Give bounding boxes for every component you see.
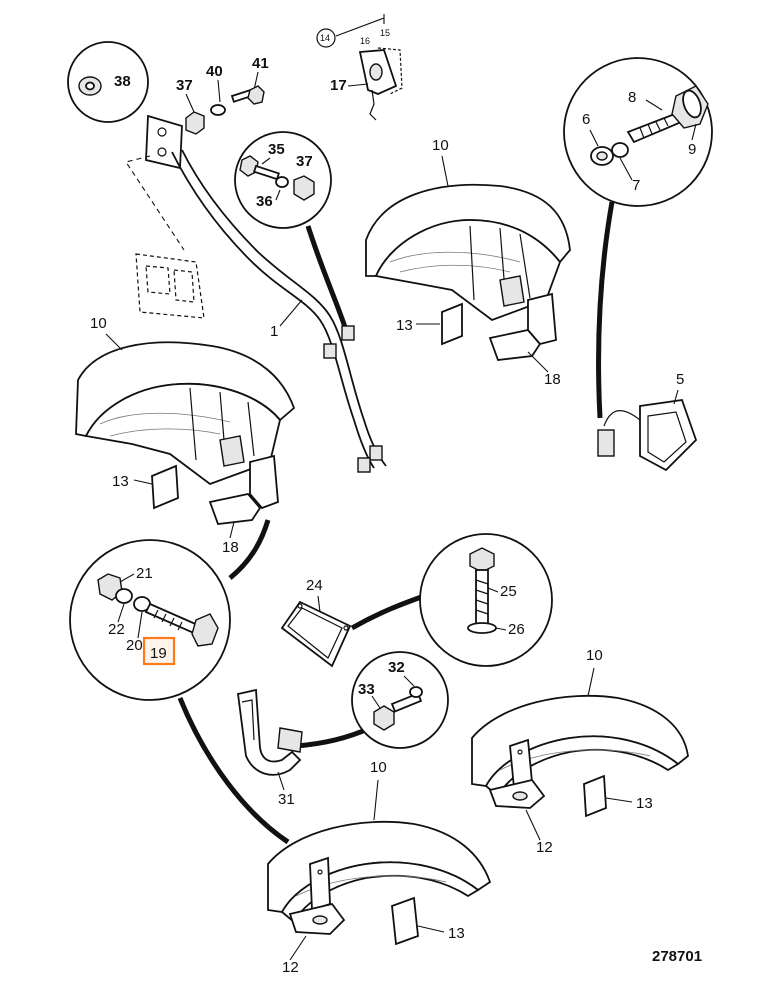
fender-rear-right: 10 13 12 bbox=[471, 647, 689, 856]
bolt-detail-35-36-37: 35 37 36 bbox=[234, 131, 332, 229]
callout-7: 7 bbox=[632, 177, 640, 194]
mirror-arm-bracket-1: 1 bbox=[125, 114, 387, 473]
callout-9: 9 bbox=[688, 141, 696, 158]
callout-13: 13 bbox=[448, 925, 465, 942]
marker-lamp-5: 5 bbox=[597, 371, 698, 472]
callout-6: 6 bbox=[582, 111, 590, 128]
gasket-outline-phantom bbox=[135, 253, 205, 319]
bolt-detail-25-26: 25 26 bbox=[419, 533, 553, 667]
detail-connector-lines bbox=[177, 201, 615, 845]
callout-25: 25 bbox=[500, 583, 517, 600]
callout-16: 16 bbox=[360, 36, 370, 46]
callout-35: 35 bbox=[268, 141, 285, 158]
lamp-assembly-14-17: 14 15 16 17 bbox=[316, 14, 403, 121]
drawing-reference-number: 278701 bbox=[652, 948, 702, 965]
cover-plate-24: 24 bbox=[280, 577, 352, 668]
callout-13: 13 bbox=[396, 317, 413, 334]
callout-18: 18 bbox=[222, 539, 239, 556]
callout-21: 21 bbox=[136, 565, 153, 582]
callout-41: 41 bbox=[252, 55, 269, 72]
callout-40: 40 bbox=[206, 63, 223, 80]
callout-38: 38 bbox=[114, 73, 131, 90]
callout-17: 17 bbox=[330, 77, 347, 94]
bolt-detail-6-9: 8 6 7 9 bbox=[563, 57, 713, 207]
callout-15: 15 bbox=[380, 28, 390, 38]
callout-31: 31 bbox=[278, 791, 295, 808]
bolt-nut-washer-37-40-41: 37 40 41 bbox=[176, 55, 269, 135]
fender-front-right: 10 13 18 bbox=[365, 137, 571, 388]
fender-front-left: 10 13 18 bbox=[75, 315, 296, 556]
bolt-detail-32-33: 32 33 bbox=[351, 651, 449, 749]
callout-12: 12 bbox=[282, 959, 299, 976]
bolt-detail-19-22: 21 22 20 19 bbox=[69, 539, 231, 701]
callout-8: 8 bbox=[628, 89, 636, 106]
callout-22: 22 bbox=[108, 621, 125, 638]
callout-5: 5 bbox=[676, 371, 684, 388]
callout-14: 14 bbox=[320, 33, 330, 43]
callout-10: 10 bbox=[90, 315, 107, 332]
callout-10: 10 bbox=[586, 647, 603, 664]
callout-26: 26 bbox=[508, 621, 525, 638]
washer-detail-38: 38 bbox=[67, 41, 149, 123]
highlight-box-19 bbox=[142, 636, 176, 666]
callout-12: 12 bbox=[536, 839, 553, 856]
callout-18: 18 bbox=[544, 371, 561, 388]
callout-10: 10 bbox=[370, 759, 387, 776]
callout-20: 20 bbox=[126, 637, 143, 654]
callout-24: 24 bbox=[306, 577, 323, 594]
callout-13: 13 bbox=[636, 795, 653, 812]
callout-32: 32 bbox=[388, 659, 405, 676]
callout-13: 13 bbox=[112, 473, 129, 490]
callout-36: 36 bbox=[256, 193, 273, 210]
fender-rear-left: 10 13 12 bbox=[267, 759, 492, 976]
callout-37: 37 bbox=[176, 77, 193, 94]
callout-37: 37 bbox=[296, 153, 313, 170]
callout-1: 1 bbox=[270, 323, 278, 340]
callout-19-highlighted: 19 bbox=[150, 645, 167, 662]
callout-10: 10 bbox=[432, 137, 449, 154]
callout-33: 33 bbox=[358, 681, 375, 698]
step-bracket-31: 31 bbox=[237, 688, 303, 808]
